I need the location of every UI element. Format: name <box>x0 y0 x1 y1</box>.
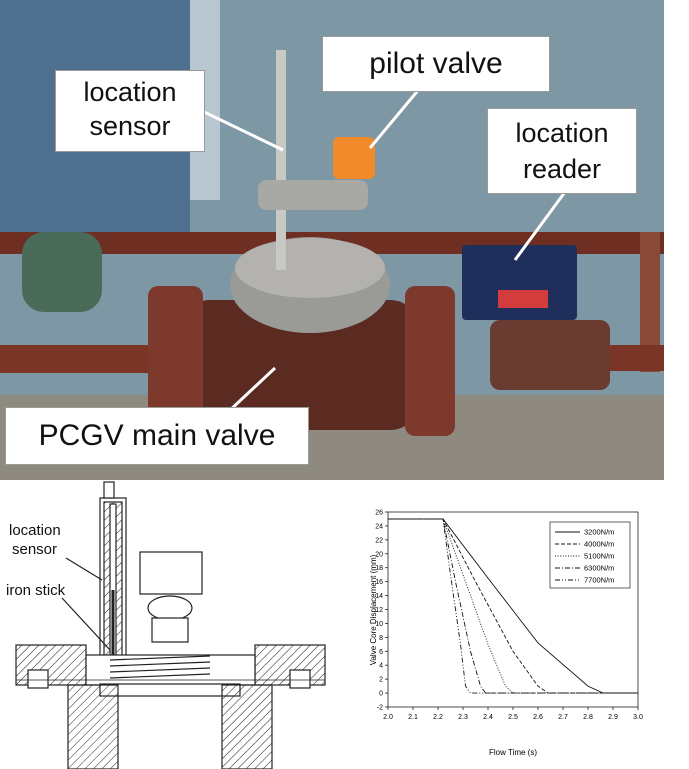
chart-x-tick-label: 2.1 <box>408 714 418 721</box>
callout-location-reader-line1: location <box>515 118 609 148</box>
chart-y-axis-label: Valve Core Displacement (mm) <box>369 554 378 665</box>
pilot-head <box>139 551 203 595</box>
callout-pilot-valve: pilot valve <box>322 36 550 92</box>
reader-display <box>498 290 548 308</box>
body-right-wall <box>221 684 273 769</box>
chart-y-tick-label: 10 <box>375 621 383 628</box>
body-left-wall <box>67 684 119 769</box>
chart-y-tick-label: 4 <box>379 663 383 670</box>
chart-y-tick-label: -2 <box>377 705 383 712</box>
drawing-label-sensor: sensor <box>12 541 58 558</box>
leader-location-sensor <box>199 108 284 152</box>
chart-legend-label: 7700N/m <box>584 576 614 585</box>
drawing-label-location: location <box>9 522 61 539</box>
leader-pilot-valve <box>368 87 422 149</box>
sensor-cap <box>103 481 115 499</box>
pilot-stem <box>151 617 189 643</box>
chart-legend-label: 5100N/m <box>584 552 614 561</box>
valve-disc <box>99 683 241 697</box>
chart-y-tick-label: 26 <box>375 510 383 517</box>
chart-legend-label: 3200N/m <box>584 528 614 537</box>
chart-y-tick-label: 0 <box>379 691 383 698</box>
chart-x-tick-label: 2.0 <box>383 714 393 721</box>
chart-y-tick-label: 18 <box>375 565 383 572</box>
transmitter-left <box>22 232 102 312</box>
chart-x-tick-label: 2.3 <box>458 714 468 721</box>
chart-x-tick-label: 2.9 <box>608 714 618 721</box>
leader-drawing-location-sensor <box>65 557 103 581</box>
chart-legend-box <box>549 521 631 589</box>
chart-y-tick-label: 8 <box>379 635 383 642</box>
main-valve-body <box>180 300 420 430</box>
front-pipe-left <box>0 345 160 373</box>
chart-y-tick-label: 14 <box>375 593 383 600</box>
chart-y-tick-label: 22 <box>375 537 383 544</box>
chart-y-tick-label: 6 <box>379 649 383 656</box>
leader-location-reader <box>513 191 567 261</box>
valve-cross-section <box>15 481 326 769</box>
chart-x-tick-label: 2.2 <box>433 714 443 721</box>
chart-legend-label: 6300N/m <box>584 564 614 573</box>
location-reader-box <box>462 245 577 320</box>
pilot-ball <box>147 595 193 621</box>
callout-location-sensor: location sensor <box>55 70 205 152</box>
chart-x-axis-label: Flow Time (s) <box>489 748 537 757</box>
drawing-label-iron-stick: iron stick <box>6 582 66 599</box>
callout-main-valve: PCGV main valve <box>5 407 309 465</box>
chart-x-tick-label: 2.6 <box>533 714 543 721</box>
chart-x-tick-label: 3.0 <box>633 714 643 721</box>
pilot-valve-body <box>333 137 375 179</box>
bonnet-top <box>235 238 385 298</box>
pilot-piping <box>258 180 368 210</box>
spring <box>109 655 211 679</box>
body-right-bolt <box>289 669 311 689</box>
body-left-bolt <box>27 669 49 689</box>
right-vertical-pipe <box>640 232 660 372</box>
chart-y-tick-label: 16 <box>375 579 383 586</box>
chart-x-tick-label: 2.8 <box>583 714 593 721</box>
callout-location-sensor-line2: sensor <box>89 111 171 141</box>
leader-drawing-iron-stick <box>61 597 111 651</box>
right-flange <box>405 286 455 436</box>
callout-location-sensor-line1: location <box>83 77 177 107</box>
front-pipe-right <box>600 345 664 371</box>
callout-location-reader-line2: reader <box>522 154 602 184</box>
chart-y-tick-label: 20 <box>375 551 383 558</box>
chart-x-tick-label: 2.7 <box>558 714 568 721</box>
downstream-valve <box>490 320 610 390</box>
chart-x-tick-label: 2.4 <box>483 714 493 721</box>
chart-series-line <box>388 518 638 694</box>
chart-y-tick-label: 2 <box>379 677 383 684</box>
callout-location-reader: location reader <box>487 108 637 194</box>
chart-y-tick-label: 12 <box>375 607 383 614</box>
left-flange <box>148 286 203 426</box>
chart-x-tick-label: 2.5 <box>508 714 518 721</box>
leader-main-valve <box>226 366 277 414</box>
sensor-rod <box>276 50 286 270</box>
bonnet-left-flange <box>15 644 87 686</box>
chart-legend-label: 4000N/m <box>584 540 614 549</box>
chart-y-tick-label: 24 <box>375 523 383 530</box>
